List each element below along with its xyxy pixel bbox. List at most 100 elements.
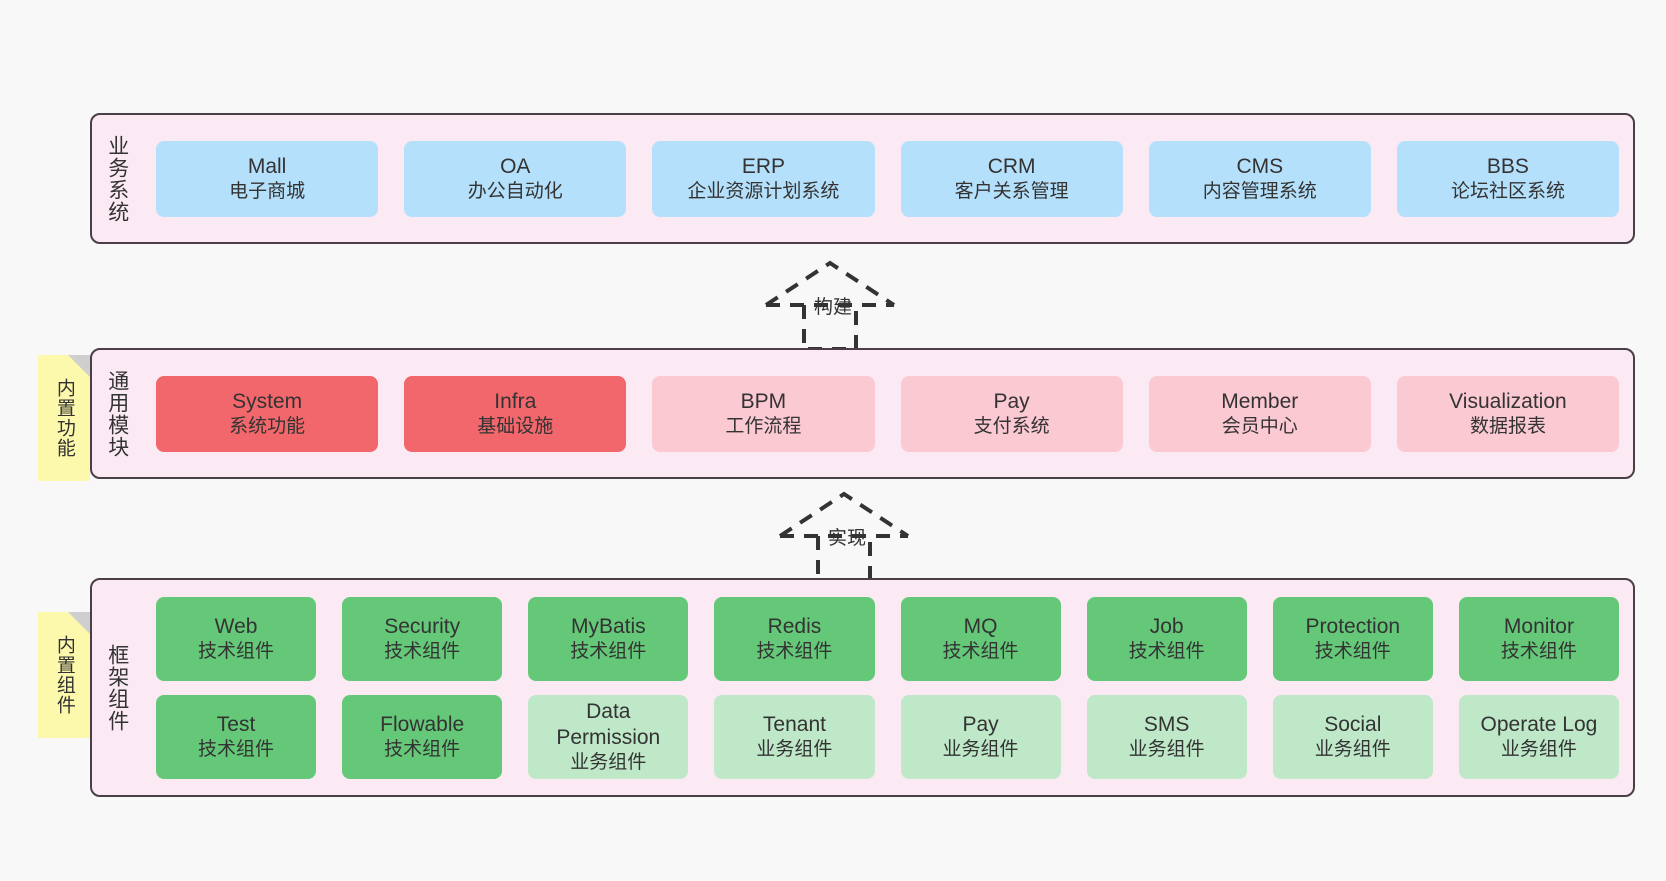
card-title: Protection xyxy=(1305,615,1401,639)
card-erp[interactable]: ERP 企业资源计划系统 xyxy=(652,140,875,217)
card-subtitle: 基础设施 xyxy=(477,415,554,437)
card-subtitle: 支付系统 xyxy=(973,415,1050,437)
card-system[interactable]: System 系统功能 xyxy=(156,375,379,452)
card-subtitle: 业务组件 xyxy=(756,738,833,760)
card-title: Security xyxy=(384,615,461,639)
card-bpm[interactable]: BPM 工作流程 xyxy=(652,375,875,452)
arrow-head-triangle xyxy=(778,491,910,538)
card-protection[interactable]: Protection 技术组件 xyxy=(1272,596,1433,681)
card-title: Job xyxy=(1149,615,1184,639)
card-title: Flowable xyxy=(380,713,465,737)
card-operate-log[interactable]: Operate Log 业务组件 xyxy=(1458,694,1619,779)
card-oa[interactable]: OA 办公自动化 xyxy=(404,140,627,217)
card-tenant[interactable]: Tenant 业务组件 xyxy=(714,694,875,779)
card-subtitle: 办公自动化 xyxy=(467,180,563,202)
card-member[interactable]: Member 会员中心 xyxy=(1148,375,1371,452)
card-subtitle: 电子商城 xyxy=(229,180,306,202)
card-pay[interactable]: Pay 支付系统 xyxy=(900,375,1123,452)
layer-body-business-systems: Mall 电子商城 OA 办公自动化 ERP 企业资源计划系统 CRM 客户关系… xyxy=(142,115,1633,242)
card-title: MyBatis xyxy=(570,615,646,639)
arrow-build xyxy=(752,253,932,353)
card-title: BPM xyxy=(740,390,787,414)
card-title: Test xyxy=(216,713,256,737)
card-row: Mall 电子商城 OA 办公自动化 ERP 企业资源计划系统 CRM 客户关系… xyxy=(156,140,1620,217)
card-subtitle: 业务组件 xyxy=(1128,738,1205,760)
card-subtitle: 论坛社区系统 xyxy=(1450,180,1565,202)
card-job[interactable]: Job 技术组件 xyxy=(1086,596,1247,681)
card-crm[interactable]: CRM 客户关系管理 xyxy=(900,140,1123,217)
card-subtitle: 客户关系管理 xyxy=(954,180,1069,202)
card-test[interactable]: Test 技术组件 xyxy=(156,694,317,779)
card-web[interactable]: Web 技术组件 xyxy=(156,596,317,681)
card-redis[interactable]: Redis 技术组件 xyxy=(714,596,875,681)
card-title: System xyxy=(232,390,303,414)
card-title: Infra xyxy=(494,390,537,414)
card-security[interactable]: Security 技术组件 xyxy=(342,596,503,681)
card-title: Tenant xyxy=(762,713,826,737)
card-subtitle: 会员中心 xyxy=(1221,415,1298,437)
card-row: Web 技术组件 Security 技术组件 MyBatis 技术组件 Redi… xyxy=(156,596,1619,681)
card-row: Test 技术组件 Flowable 技术组件 Data Permission … xyxy=(156,694,1619,779)
card-subtitle: 业务组件 xyxy=(1314,738,1391,760)
card-cms[interactable]: CMS 内容管理系统 xyxy=(1148,140,1371,217)
card-title: SMS xyxy=(1143,713,1190,737)
arrow-head-triangle xyxy=(764,260,896,307)
layer-common-modules: 通用模块 System 系统功能 Infra 基础设施 BPM 工作流程 Pay… xyxy=(90,348,1635,479)
card-title: Visualization xyxy=(1449,390,1567,414)
card-social[interactable]: Social 业务组件 xyxy=(1272,694,1433,779)
card-mall[interactable]: Mall 电子商城 xyxy=(156,140,379,217)
card-data-permission[interactable]: Data Permission 业务组件 xyxy=(528,694,689,779)
card-sms[interactable]: SMS 业务组件 xyxy=(1086,694,1247,779)
card-subtitle: 业务组件 xyxy=(942,738,1019,760)
layer-body-framework-components: Web 技术组件 Security 技术组件 MyBatis 技术组件 Redi… xyxy=(142,580,1633,795)
arrow-implement-label: 实现 xyxy=(828,528,867,549)
card-bbs[interactable]: BBS 论坛社区系统 xyxy=(1396,140,1620,217)
card-subtitle: 技术组件 xyxy=(384,640,461,662)
card-title: BBS xyxy=(1486,155,1529,179)
card-subtitle: 技术组件 xyxy=(756,640,833,662)
card-subtitle: 系统功能 xyxy=(229,415,306,437)
card-subtitle: 技术组件 xyxy=(384,738,461,760)
card-title: Pay xyxy=(962,713,999,737)
layer-title-business-systems: 业务系统 xyxy=(105,134,129,223)
card-pay-business[interactable]: Pay 业务组件 xyxy=(900,694,1061,779)
card-subtitle: 业务组件 xyxy=(570,751,647,773)
layer-body-common-modules: System 系统功能 Infra 基础设施 BPM 工作流程 Pay 支付系统… xyxy=(142,350,1633,477)
card-monitor[interactable]: Monitor 技术组件 xyxy=(1458,596,1619,681)
sticky-note-label: 内置组件 xyxy=(53,635,75,715)
card-title: ERP xyxy=(741,155,786,179)
card-subtitle: 技术组件 xyxy=(1500,640,1577,662)
card-title: Social xyxy=(1324,713,1382,737)
sticky-note-builtin-functions: 内置功能 xyxy=(38,355,90,481)
card-subtitle: 数据报表 xyxy=(1469,415,1546,437)
card-infra[interactable]: Infra 基础设施 xyxy=(404,375,627,452)
card-subtitle: 工作流程 xyxy=(725,415,802,437)
note-fold-corner-icon xyxy=(68,612,90,634)
card-mq[interactable]: MQ 技术组件 xyxy=(900,596,1061,681)
card-visualization[interactable]: Visualization 数据报表 xyxy=(1396,375,1620,452)
card-flowable[interactable]: Flowable 技术组件 xyxy=(342,694,503,779)
card-title: Monitor xyxy=(1503,615,1574,639)
layer-title-common-modules: 通用模块 xyxy=(105,369,129,458)
card-subtitle: 技术组件 xyxy=(1128,640,1205,662)
layer-framework-components: 框架组件 Web 技术组件 Security 技术组件 MyBatis 技术组件… xyxy=(90,578,1635,797)
card-title: OA xyxy=(500,155,531,179)
card-subtitle: 技术组件 xyxy=(1314,640,1391,662)
card-title: Operate Log xyxy=(1480,713,1598,737)
arrow-implement xyxy=(766,484,946,584)
card-title: CRM xyxy=(987,155,1036,179)
card-subtitle: 技术组件 xyxy=(570,640,647,662)
card-subtitle: 技术组件 xyxy=(942,640,1019,662)
card-subtitle: 技术组件 xyxy=(198,640,275,662)
card-subtitle: 技术组件 xyxy=(198,738,275,760)
arrow-build-label: 构建 xyxy=(814,297,853,318)
card-subtitle: 企业资源计划系统 xyxy=(687,180,840,202)
sticky-note-builtin-components: 内置组件 xyxy=(38,612,90,738)
card-title: Pay xyxy=(993,390,1030,414)
card-subtitle: 业务组件 xyxy=(1500,738,1577,760)
card-title: Mall xyxy=(247,155,287,179)
card-title: Member xyxy=(1221,390,1299,414)
card-title: Data Permission xyxy=(556,700,661,749)
card-mybatis[interactable]: MyBatis 技术组件 xyxy=(528,596,689,681)
